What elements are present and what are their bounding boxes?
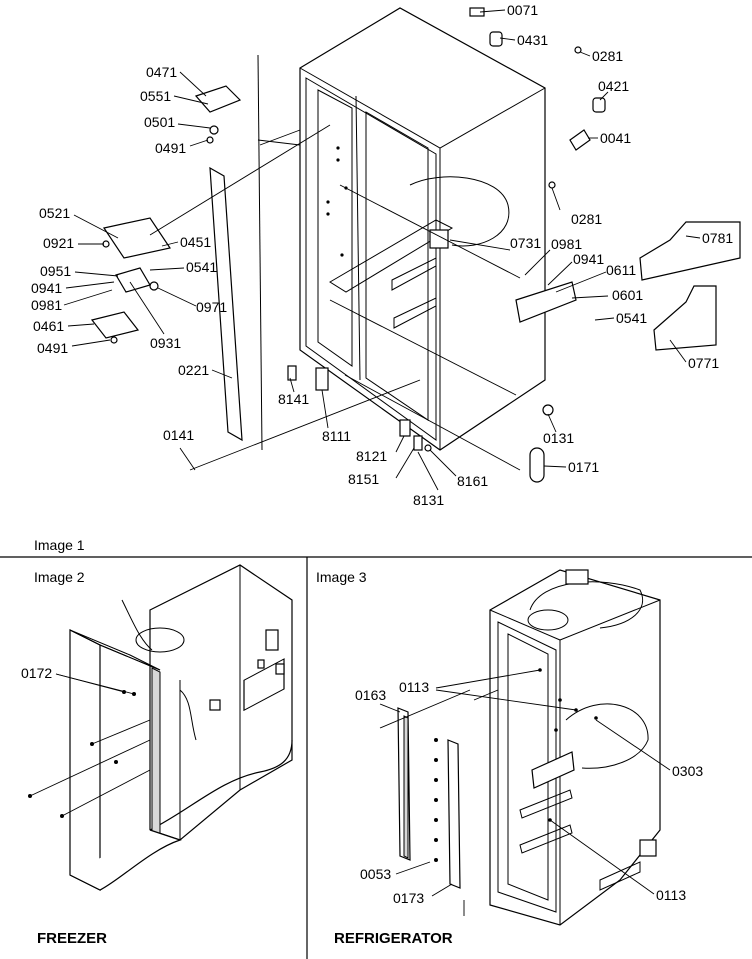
callout-0541-right: 0541	[616, 310, 647, 326]
callout-0611: 0611	[606, 262, 636, 278]
image2-caption: Image 2	[34, 569, 85, 585]
callout-0173: 0173	[393, 890, 424, 906]
callout-0221: 0221	[178, 362, 209, 378]
callout-0981-left: 0981	[31, 297, 62, 313]
callout-8161: 8161	[457, 473, 488, 489]
callout-0471: 0471	[146, 64, 177, 80]
callout-0941-left: 0941	[31, 280, 62, 296]
image1-callouts: 0071 0431 0281 0421 0041 0281 0781 0731 …	[31, 2, 733, 553]
callout-0491-left: 0491	[37, 340, 68, 356]
callout-0971: 0971	[196, 299, 227, 315]
callout-0281-top: 0281	[592, 48, 623, 64]
callout-0551: 0551	[140, 88, 171, 104]
callout-0071: 0071	[507, 2, 538, 18]
refrigerator-label: REFRIGERATOR	[334, 930, 453, 947]
callout-0501: 0501	[144, 114, 175, 130]
callout-0601: 0601	[612, 287, 643, 303]
callout-0521: 0521	[39, 205, 70, 221]
callout-0431: 0431	[517, 32, 548, 48]
callout-0163: 0163	[355, 687, 386, 703]
callout-0491-top: 0491	[155, 140, 186, 156]
callout-0981-right: 0981	[551, 236, 582, 252]
callout-8141: 8141	[278, 391, 309, 407]
callout-0771: 0771	[688, 355, 719, 371]
panel-dividers	[0, 556, 752, 959]
callout-8151: 8151	[348, 471, 379, 487]
callout-0921: 0921	[43, 235, 74, 251]
image3-caption: Image 3	[316, 569, 367, 585]
callout-0171: 0171	[568, 459, 599, 475]
callout-0781: 0781	[702, 230, 733, 246]
callout-8111: 8111	[322, 428, 351, 444]
callout-0053: 0053	[360, 866, 391, 882]
callout-0113-bottom: 0113	[656, 887, 686, 903]
callout-0172: 0172	[21, 665, 52, 681]
image1-cabinet-drawing	[90, 7, 741, 483]
callout-8131: 8131	[413, 492, 444, 508]
callout-0113-top: 0113	[399, 679, 429, 695]
callout-8121: 8121	[356, 448, 387, 464]
image3-refrigerator-drawing: Image 3	[316, 569, 703, 947]
strip-screws	[434, 738, 438, 862]
callout-0131: 0131	[543, 430, 574, 446]
callout-0931: 0931	[150, 335, 181, 351]
callout-0731: 0731	[510, 235, 541, 251]
callout-0461: 0461	[33, 318, 64, 334]
callout-0421: 0421	[598, 78, 629, 94]
callout-0951: 0951	[40, 263, 71, 279]
callout-0281-mid: 0281	[571, 211, 602, 227]
image1-caption: Image 1	[34, 537, 85, 553]
callout-0041: 0041	[600, 130, 631, 146]
image2-freezer-drawing: Image 2 0172 FREEZER	[21, 564, 293, 947]
callout-0303: 0303	[672, 763, 703, 779]
callout-0541-left: 0541	[186, 259, 217, 275]
callout-0941-right: 0941	[573, 251, 604, 267]
callout-0451: 0451	[180, 234, 211, 250]
freezer-label: FREEZER	[37, 930, 107, 947]
callout-0141: 0141	[163, 427, 194, 443]
